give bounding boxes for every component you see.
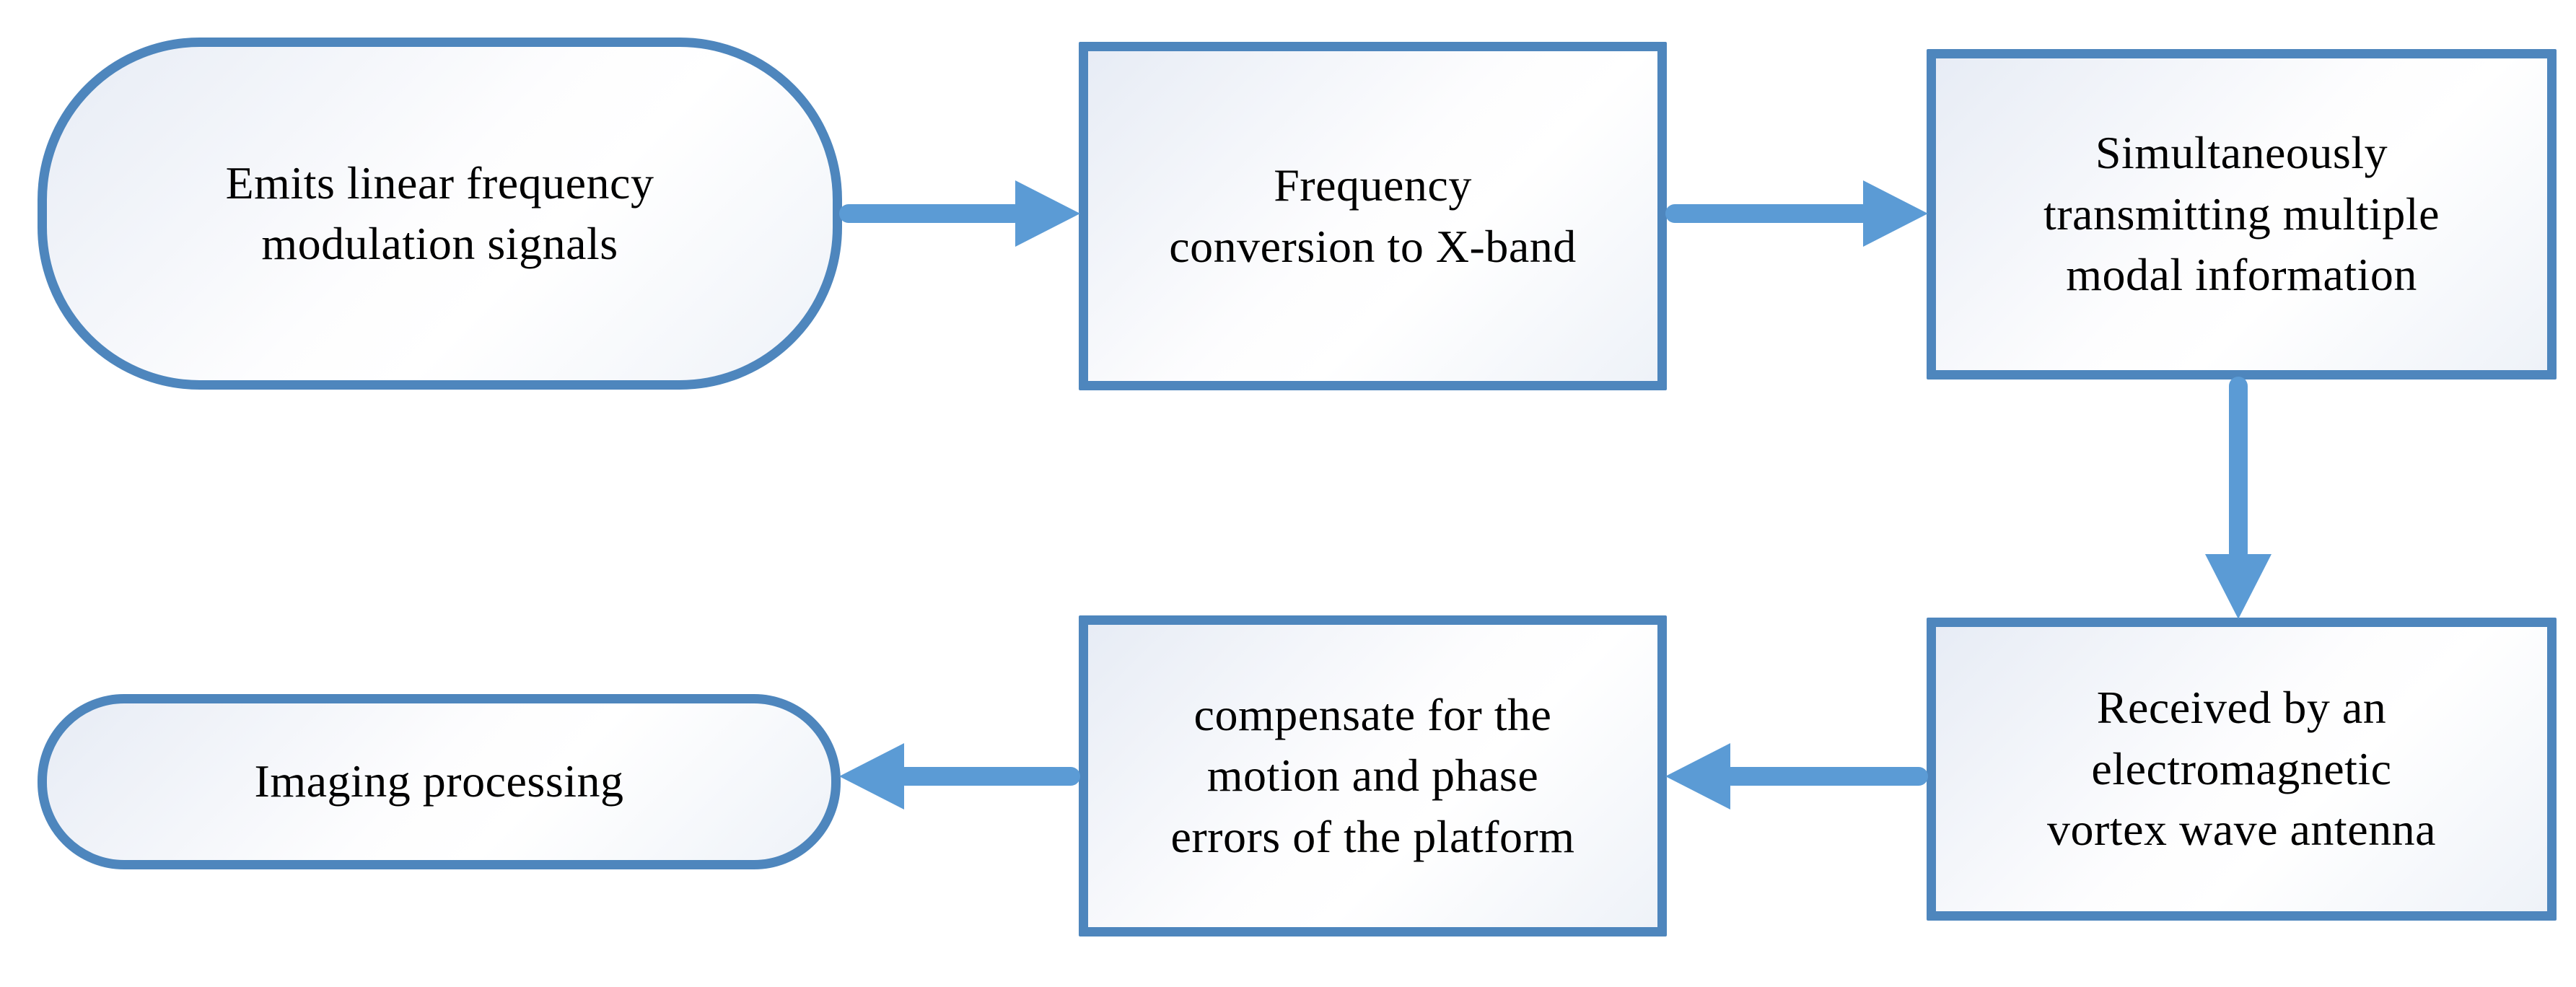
node-frequency-conversion-label: Frequency conversion to X-band xyxy=(1169,159,1577,272)
node-frequency-conversion: Frequency conversion to X-band xyxy=(1079,42,1667,390)
node-simultaneous-transmitting-label: Simultaneously transmitting multiple mod… xyxy=(2043,127,2440,301)
arrow-emit-to-frequency xyxy=(839,180,1080,247)
node-simultaneous-transmitting: Simultaneously transmitting multiple mod… xyxy=(1927,49,2557,380)
arrowhead-left-icon xyxy=(1665,743,1730,810)
arrow-receive-to-compensate xyxy=(1665,743,1928,810)
node-emit-signals: Emits linear frequency modulation signal… xyxy=(38,38,842,390)
arrow-shaft xyxy=(1722,767,1928,786)
arrowhead-left-icon xyxy=(839,743,904,810)
node-emit-signals-label: Emits linear frequency modulation signal… xyxy=(225,157,654,269)
arrowhead-down-icon xyxy=(2205,554,2271,619)
arrowhead-right-icon xyxy=(1863,180,1928,247)
arrow-shaft xyxy=(2229,377,2248,563)
node-imaging-processing: Imaging processing xyxy=(38,694,841,869)
node-compensate-errors-label: compensate for the motion and phase erro… xyxy=(1170,688,1575,862)
arrow-transmit-to-receive xyxy=(2205,377,2271,619)
node-received-antenna-label: Received by an electromagnetic vortex wa… xyxy=(2046,682,2437,856)
node-received-antenna: Received by an electromagnetic vortex wa… xyxy=(1927,618,2557,921)
node-imaging-processing-label: Imaging processing xyxy=(254,755,624,807)
arrow-shaft xyxy=(839,204,1024,223)
arrowhead-right-icon xyxy=(1015,180,1080,247)
node-compensate-errors: compensate for the motion and phase erro… xyxy=(1079,615,1667,936)
arrow-frequency-to-transmit xyxy=(1665,180,1928,247)
arrow-shaft xyxy=(1665,204,1872,223)
arrow-compensate-to-imaging xyxy=(839,743,1080,810)
arrow-shaft xyxy=(895,767,1080,786)
